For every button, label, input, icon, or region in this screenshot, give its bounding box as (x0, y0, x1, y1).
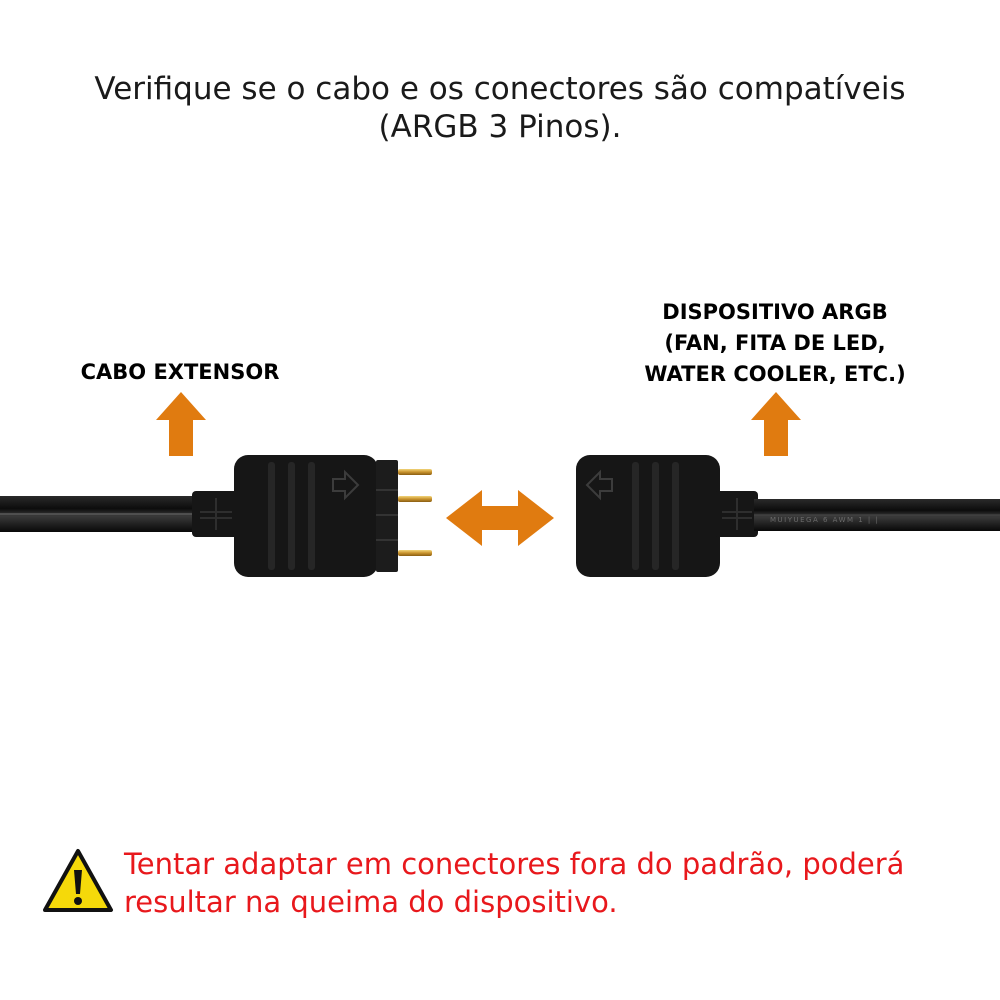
cable-print: MUIYUEGA 6 AWM 1 | | (770, 516, 879, 524)
left-direction-arrow-icon (332, 469, 360, 501)
connector-diagram: MUIYUEGA 6 AWM 1 | | (0, 392, 1000, 577)
heading-line-1: Verifique se o cabo e os conectores são … (94, 71, 906, 107)
arrow-up-icon (751, 392, 801, 456)
right-cable: MUIYUEGA 6 AWM 1 | | (754, 499, 1000, 531)
pin-3 (398, 550, 432, 556)
left-cable (0, 496, 200, 532)
left-strain-relief (192, 491, 240, 537)
warning-line-2: resultar na queima do dispositivo. (124, 885, 618, 919)
right-direction-arrow-icon (585, 469, 613, 501)
pin-2 (398, 496, 432, 502)
right-strain-relief (714, 491, 758, 537)
label-cabo-extensor: CABO EXTENSOR (80, 360, 280, 384)
double-arrow-icon (446, 490, 554, 546)
arrow-up-icon (156, 392, 206, 456)
right-connector (576, 455, 720, 577)
left-connector (234, 455, 432, 577)
label-dispositivo-line-3: WATER COOLER, ETC.) (644, 362, 906, 386)
label-dispositivo-argb: DISPOSITIVO ARGB (FAN, FITA DE LED, WATE… (620, 297, 930, 390)
warning-icon (43, 849, 113, 912)
warning-line-1: Tentar adaptar em conectores fora do pad… (124, 847, 905, 881)
heading-line-2: (ARGB 3 Pinos). (378, 109, 622, 145)
pin-1 (398, 469, 432, 475)
label-dispositivo-line-1: DISPOSITIVO ARGB (662, 300, 888, 324)
heading: Verifique se o cabo e os conectores são … (0, 70, 1000, 146)
label-dispositivo-line-2: (FAN, FITA DE LED, (664, 331, 886, 355)
warning-message: Tentar adaptar em conectores fora do pad… (124, 845, 984, 921)
